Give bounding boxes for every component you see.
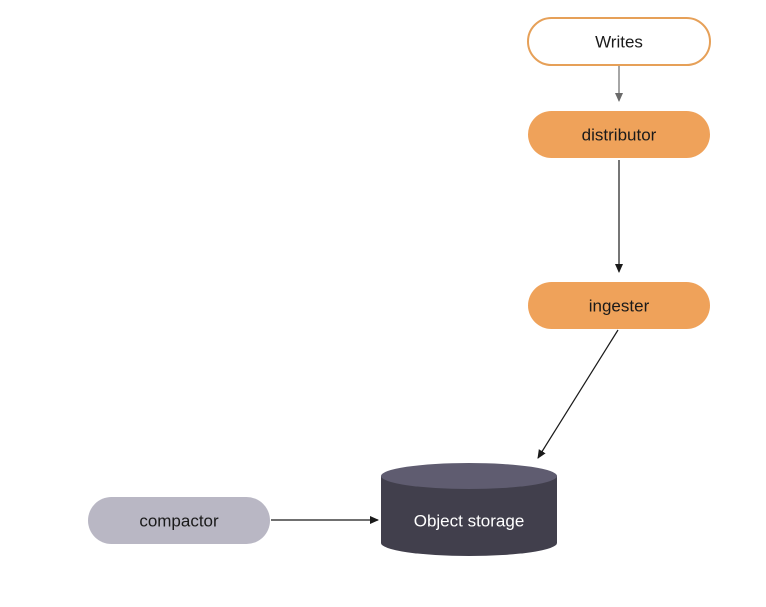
node-distributor: distributor — [528, 111, 710, 158]
node-ingester-label: ingester — [589, 297, 650, 316]
edge-ingester-to-object-storage — [537, 329, 619, 459]
node-object-storage-label: Object storage — [414, 512, 525, 531]
node-writes-shape — [527, 17, 711, 66]
node-object-storage: Object storage — [381, 463, 557, 556]
node-compactor: compactor — [88, 497, 270, 544]
object-storage-cylinder-body — [381, 476, 557, 556]
node-writes-label: Writes — [595, 33, 643, 52]
node-distributor-label: distributor — [582, 126, 657, 145]
node-compactor-shape — [88, 497, 270, 544]
node-writes: Writes — [527, 17, 711, 66]
node-ingester: ingester — [528, 282, 710, 329]
object-storage-cylinder-top — [381, 463, 557, 489]
node-compactor-label: compactor — [139, 512, 219, 531]
node-ingester-shape — [528, 282, 710, 329]
node-distributor-shape — [528, 111, 710, 158]
